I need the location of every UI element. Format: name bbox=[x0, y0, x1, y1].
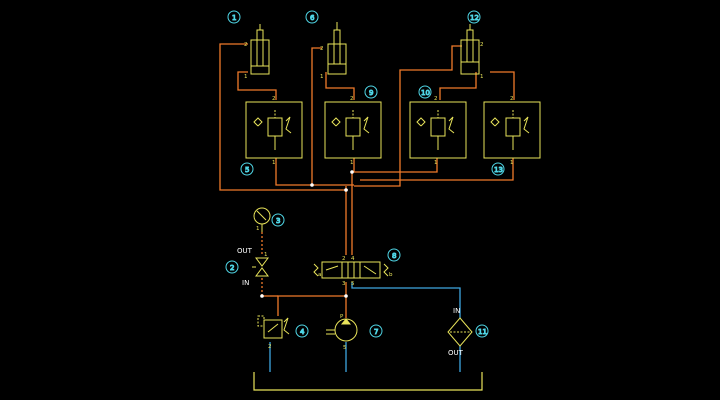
port-label: 1 bbox=[320, 74, 324, 80]
svg-text:13: 13 bbox=[494, 166, 503, 174]
solenoid-b-label: b bbox=[389, 272, 393, 278]
junctions bbox=[260, 170, 354, 298]
port-label: 2 bbox=[480, 42, 484, 48]
solenoid-a-label: a bbox=[318, 272, 321, 278]
filter bbox=[447, 317, 473, 347]
valve-box-10 bbox=[409, 101, 467, 159]
valve-box-9 bbox=[324, 101, 382, 159]
svg-text:10: 10 bbox=[421, 89, 430, 97]
out-label: OUT bbox=[237, 247, 253, 255]
callout-9: 9 bbox=[364, 85, 378, 99]
svg-text:3: 3 bbox=[276, 217, 280, 225]
port-label: 5 bbox=[343, 345, 347, 351]
svg-text:11: 11 bbox=[478, 328, 487, 336]
port-labels: 2 1 2 1 2 1 2 1 2 1 2 1 2 1 1 1 2 4 3 5 … bbox=[244, 42, 514, 351]
port-label: 1 bbox=[256, 226, 260, 232]
callouts: 1 6 12 9 10 5 13 3 8 2 4 7 11 bbox=[225, 10, 505, 338]
flow-tags: OUT IN IN OUT bbox=[237, 247, 464, 357]
callout-1: 1 bbox=[227, 10, 241, 24]
callout-3: 3 bbox=[271, 213, 285, 227]
callout-10: 10 bbox=[418, 85, 432, 99]
port-label: 3 bbox=[342, 281, 346, 287]
callout-13: 13 bbox=[491, 162, 505, 176]
callout-2: 2 bbox=[225, 260, 239, 274]
port-label: 1 bbox=[264, 252, 268, 258]
port-label: 1 bbox=[244, 74, 248, 80]
svg-text:7: 7 bbox=[374, 328, 378, 336]
pressure-gauge bbox=[253, 207, 271, 232]
filter-in-label: IN bbox=[453, 307, 460, 315]
pump bbox=[326, 318, 358, 342]
callout-8: 8 bbox=[387, 248, 401, 262]
port-label: 2 bbox=[342, 256, 346, 262]
return-lines bbox=[269, 282, 461, 372]
port-label: 2 bbox=[434, 96, 438, 102]
port-label: 1 bbox=[350, 160, 354, 166]
port-label: 1 bbox=[434, 160, 438, 166]
svg-text:1: 1 bbox=[232, 14, 236, 22]
port-label: 4 bbox=[351, 256, 355, 262]
svg-text:8: 8 bbox=[392, 252, 396, 260]
port-label: 2 bbox=[268, 344, 272, 350]
needle-valve bbox=[252, 257, 269, 277]
pressure-lines bbox=[219, 43, 515, 318]
svg-text:12: 12 bbox=[470, 14, 479, 22]
callout-5: 5 bbox=[240, 162, 254, 176]
port-label: 2 bbox=[510, 96, 514, 102]
filter-out-label: OUT bbox=[448, 349, 464, 357]
port-label: 2 bbox=[272, 96, 276, 102]
port-label: 5 bbox=[351, 281, 355, 287]
svg-text:9: 9 bbox=[369, 89, 373, 97]
port-label: 1 bbox=[480, 74, 484, 80]
svg-text:5: 5 bbox=[245, 166, 249, 174]
cylinder-12 bbox=[460, 24, 480, 75]
in-label: IN bbox=[242, 279, 249, 287]
cylinder-1 bbox=[250, 24, 270, 75]
relief-valve bbox=[257, 315, 290, 339]
directional-valve bbox=[313, 261, 389, 279]
port-label: 2 bbox=[244, 42, 248, 48]
tank bbox=[253, 372, 483, 391]
port-label: 1 bbox=[510, 160, 514, 166]
valve-box-5 bbox=[245, 101, 303, 159]
port-label: 1 bbox=[272, 160, 276, 166]
port-label: P bbox=[340, 314, 344, 320]
valve-box-13 bbox=[483, 101, 541, 159]
cylinder-6 bbox=[327, 22, 347, 75]
port-label: 2 bbox=[320, 46, 324, 52]
svg-text:4: 4 bbox=[300, 328, 305, 336]
callout-7: 7 bbox=[369, 324, 383, 338]
callout-4: 4 bbox=[295, 324, 309, 338]
callout-11: 11 bbox=[475, 324, 489, 338]
callout-6: 6 bbox=[305, 10, 319, 24]
svg-text:6: 6 bbox=[310, 14, 315, 22]
svg-text:2: 2 bbox=[230, 264, 234, 272]
port-label: 2 bbox=[350, 96, 354, 102]
callout-12: 12 bbox=[467, 10, 481, 24]
